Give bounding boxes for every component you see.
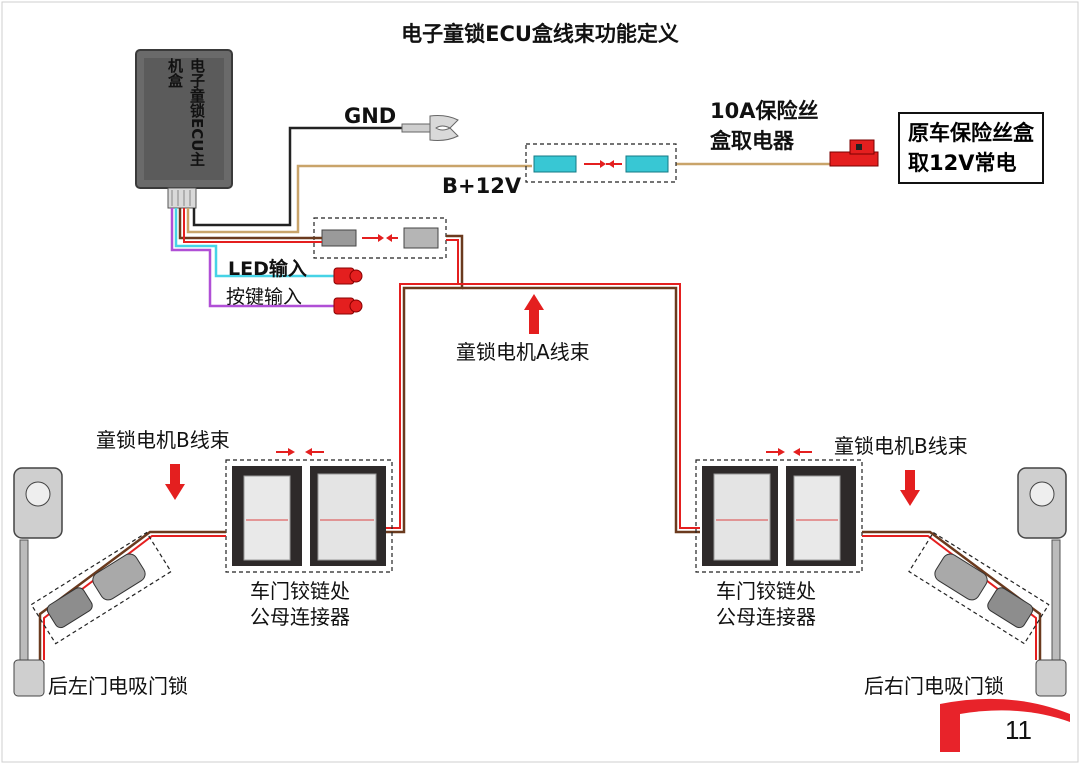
motor-b-left-label: 童锁电机B线束	[96, 428, 230, 452]
hinge-left-label-line2: 公母连接器	[250, 605, 350, 629]
left-motor-b-connector	[30, 531, 172, 645]
page-tab-inner	[960, 710, 1070, 752]
button-input-terminal	[333, 297, 363, 315]
diagram-title: 电子童锁ECU盒线束功能定义	[401, 22, 679, 46]
fuse-box-label-line2: 取12V常电	[908, 151, 1017, 175]
b12v-wire	[186, 164, 532, 234]
ecu-connector	[167, 187, 197, 209]
motor-a-connector-group	[313, 217, 447, 259]
hinge-left-label-line1: 车门铰链处	[250, 579, 350, 603]
fuse-tap-label-line2: 盒取电器	[710, 129, 794, 153]
hinge-right-label-line2: 公母连接器	[716, 605, 816, 629]
ecu-box	[135, 49, 233, 209]
right-hinge-connector	[695, 459, 863, 573]
left-motor-b-arrow	[165, 464, 185, 500]
motor-a-harness-red-right	[458, 283, 700, 529]
fuse-female-connector	[625, 155, 669, 173]
fuse-male-connector	[533, 155, 577, 173]
fuse-tap-label: 10A保险丝 盒取电器	[710, 96, 818, 156]
fuse-connector-group	[525, 143, 677, 183]
led-input-terminal	[333, 267, 363, 285]
right-motor-b-arrow	[900, 470, 920, 506]
lock-left-label: 后左门电吸门锁	[48, 674, 188, 698]
motor-a-brown-stub	[178, 208, 322, 240]
led-input-label: LED输入	[228, 258, 307, 280]
fuse-box-label-line1: 原车保险丝盒	[908, 121, 1034, 145]
right-hinge-arrows	[766, 448, 812, 456]
ecu-label: 电子童锁ECU主机盒	[166, 58, 206, 167]
motor-a-label: 童锁电机A线束	[456, 340, 590, 364]
left-hinge-arrows	[276, 448, 324, 456]
right-motor-b-connector	[908, 531, 1050, 645]
button-input-label: 按键输入	[226, 286, 303, 308]
motor-a-female-connector	[403, 227, 439, 249]
motor-a-harness-red-left	[380, 239, 459, 529]
motor-a-male-connector	[321, 229, 357, 247]
hinge-right-label-line1: 车门铰链处	[716, 579, 816, 603]
motor-a-harness-brown-right	[462, 286, 700, 534]
fuse-tap-label-line1: 10A保险丝	[710, 99, 819, 123]
motor-a-harness-brown-left	[380, 234, 464, 534]
right-motor-b-brown	[862, 530, 1042, 660]
button-input-wire	[170, 208, 336, 308]
lock-right-label: 后右门电吸门锁	[864, 674, 1004, 698]
hinge-left-label: 车门铰链处 公母连接器	[250, 578, 350, 630]
gnd-wire	[192, 126, 402, 227]
motor-b-right-label: 童锁电机B线束	[834, 434, 968, 458]
gnd-terminal	[401, 115, 459, 141]
b12v-label: B+12V	[442, 174, 522, 198]
led-input-wire	[174, 208, 336, 278]
motor-a-arrow	[524, 294, 544, 334]
fuse-box-label: 原车保险丝盒 取12V常电	[898, 112, 1044, 184]
gnd-label: GND	[344, 104, 397, 128]
fuse-tap	[829, 139, 879, 167]
left-door-lock	[13, 467, 63, 697]
left-hinge-connector	[225, 459, 393, 573]
motor-a-red-stub	[183, 208, 322, 243]
left-motor-b-brown	[38, 530, 226, 660]
page-number: 11	[1005, 715, 1032, 745]
right-door-lock	[1017, 467, 1067, 697]
hinge-right-label: 车门铰链处 公母连接器	[716, 578, 816, 630]
